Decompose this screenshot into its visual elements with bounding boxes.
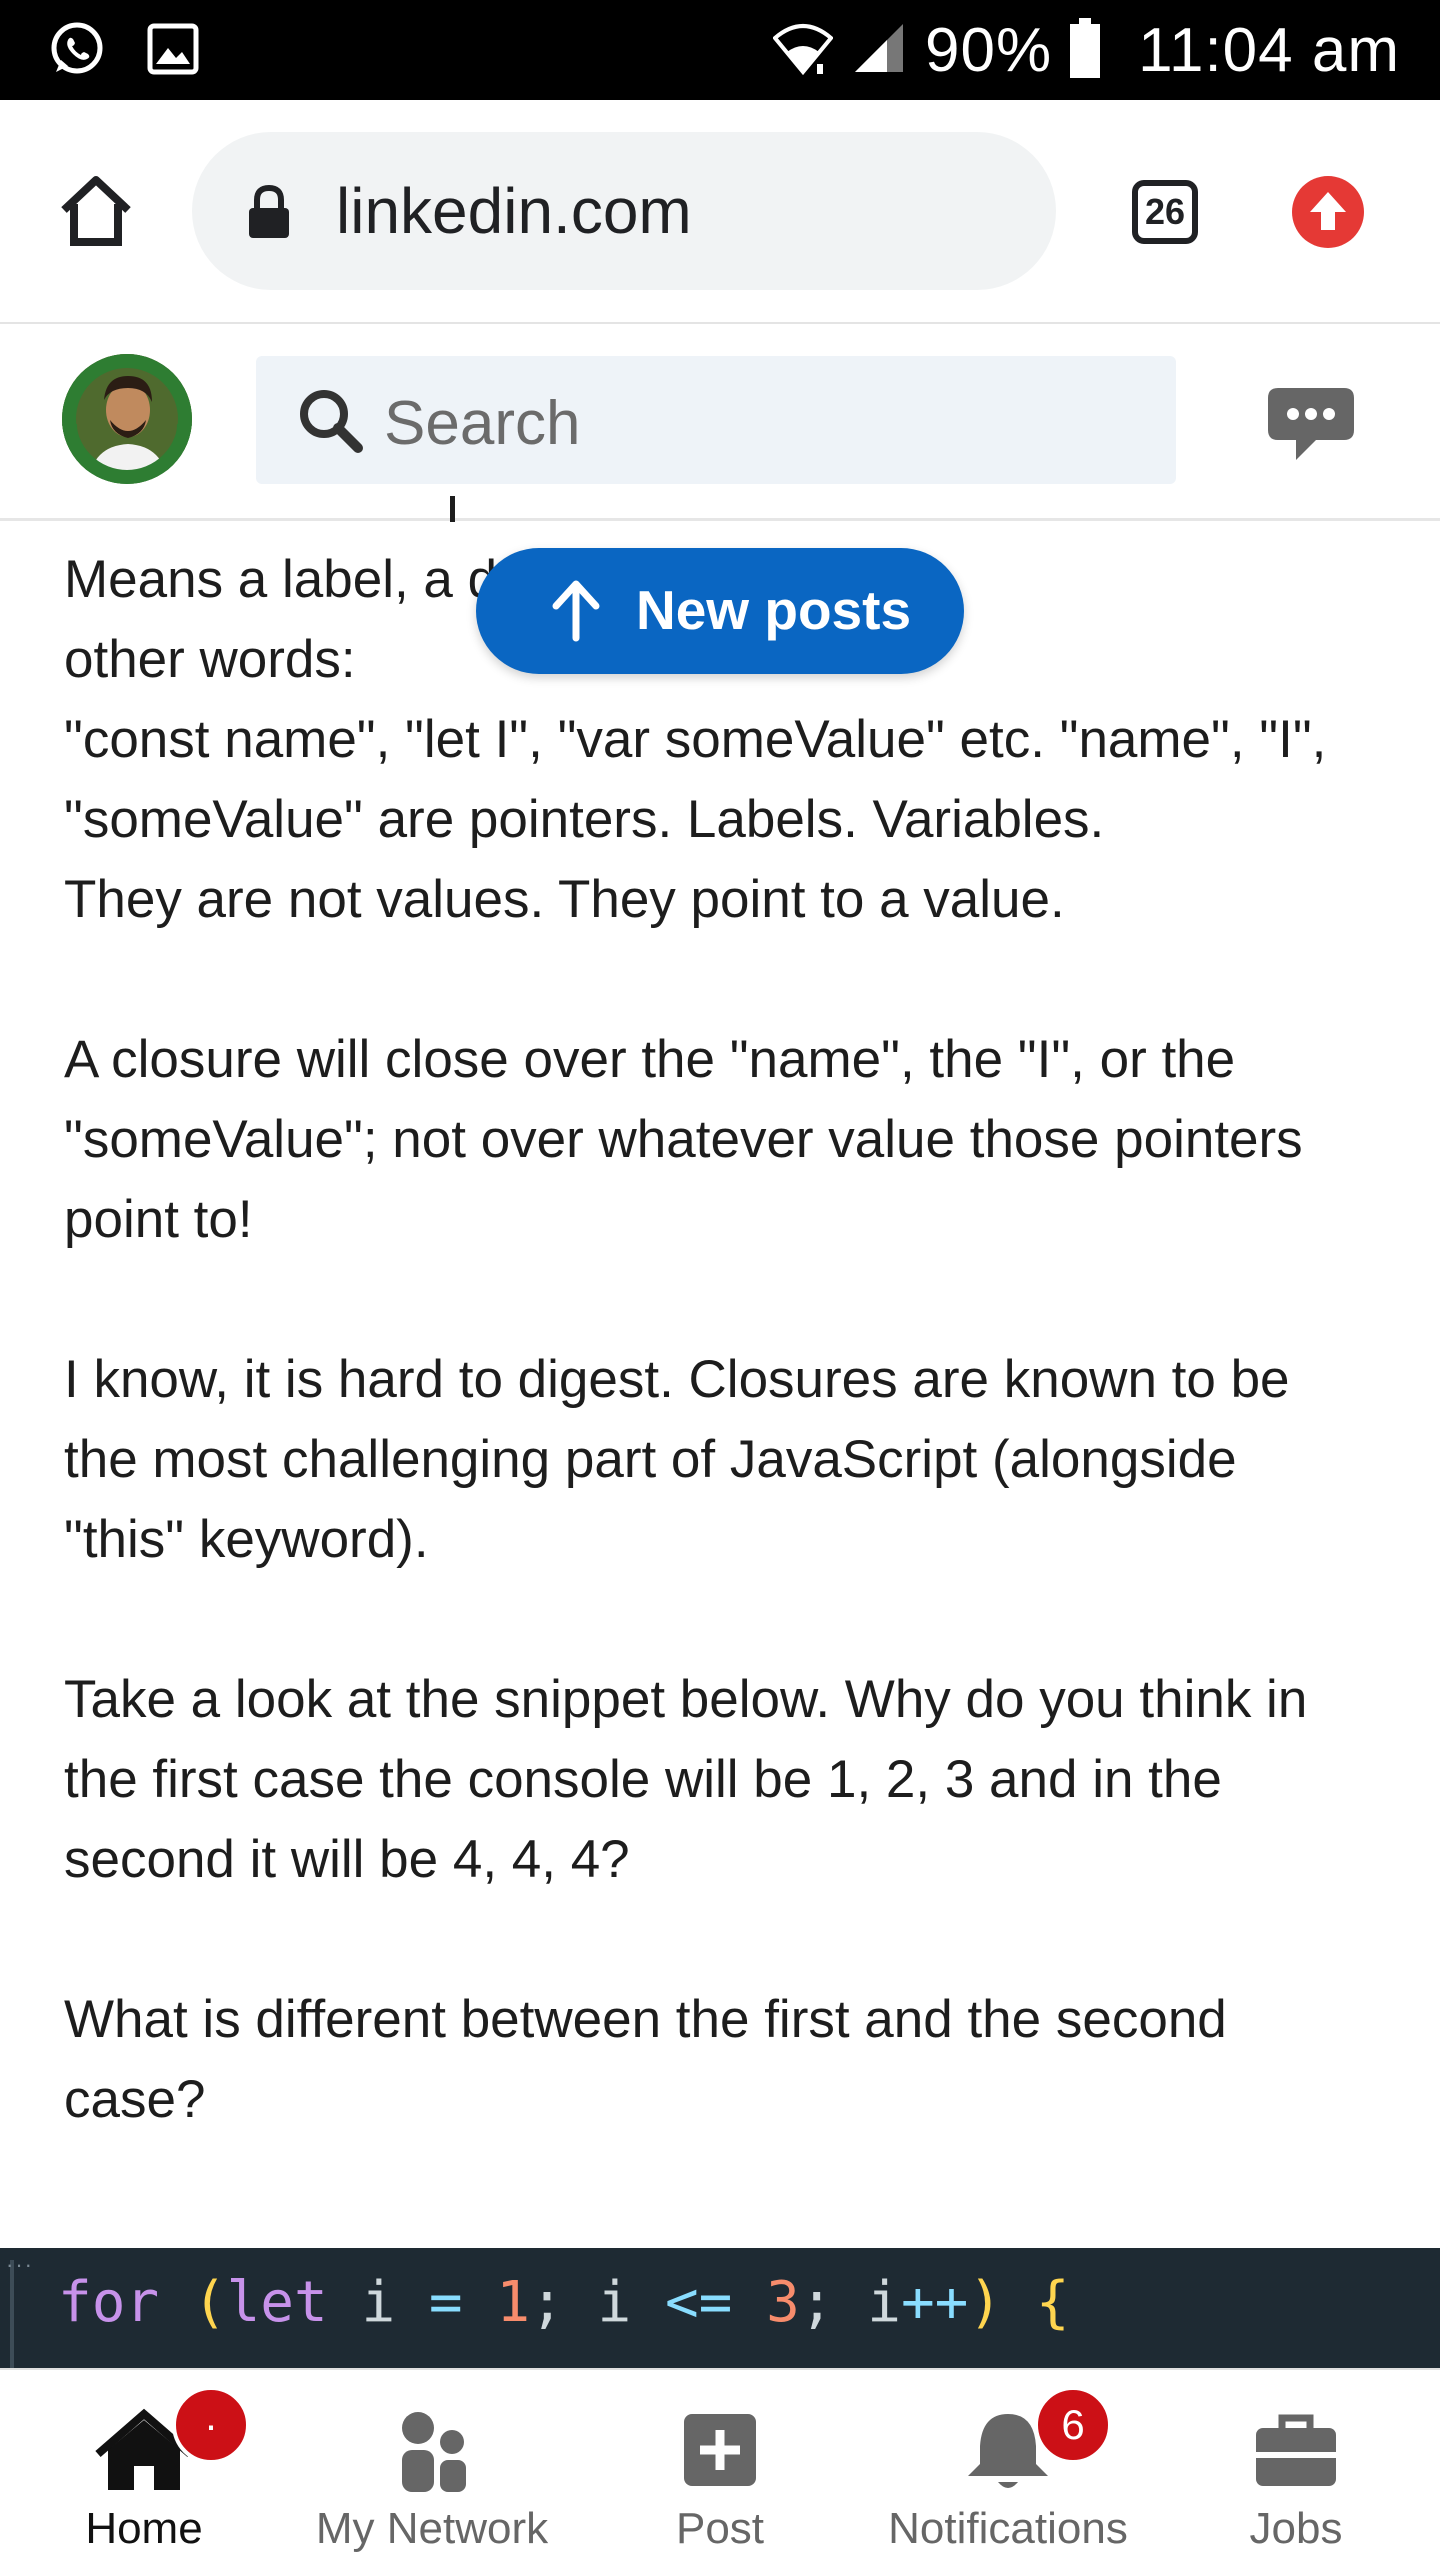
new-posts-button[interactable]: New posts (476, 548, 964, 674)
whatsapp-icon (48, 20, 106, 83)
home-icon[interactable] (56, 170, 136, 250)
add-post-icon (670, 2406, 770, 2496)
signal-icon (851, 20, 907, 81)
clock: 11:04 am (1138, 15, 1400, 85)
address-bar[interactable]: linkedin.com (192, 132, 1056, 290)
nav-label: Home (85, 2504, 203, 2553)
new-posts-label: New posts (636, 579, 912, 641)
people-icon (382, 2406, 482, 2496)
gallery-icon (146, 22, 200, 81)
search-input[interactable]: Search (256, 356, 1176, 484)
nav-label: My Network (315, 2504, 549, 2553)
update-icon[interactable] (1292, 176, 1364, 248)
code-line: for (let i = 1; i <= 3; i++) { (58, 2270, 1070, 2335)
search-placeholder: Search (384, 389, 581, 458)
search-icon (296, 386, 366, 461)
lock-icon (246, 184, 292, 245)
nav-jobs[interactable]: Jobs (1152, 2370, 1440, 2562)
post-paragraph: I know, it is hard to digest. Closures a… (64, 1350, 1290, 1569)
nav-my-network[interactable]: My Network (288, 2370, 576, 2562)
home-badge: · (172, 2386, 250, 2464)
tab-switcher-button[interactable]: 26 (1132, 180, 1198, 244)
battery-percent: 90% (925, 15, 1053, 85)
post-paragraph: Take a look at the snippet below. Why do… (64, 1670, 1308, 1889)
avatar[interactable] (62, 354, 192, 484)
url-text: linkedin.com (336, 175, 692, 247)
notifications-badge: 6 (1034, 2386, 1112, 2464)
battery-icon (1070, 17, 1101, 83)
messaging-icon[interactable] (1266, 384, 1356, 469)
post-paragraph: What is different between the first and … (64, 1990, 1227, 2129)
bottom-navigation: · Home My Network Post (0, 2368, 1440, 2562)
nav-notifications[interactable]: 6 Notifications (864, 2370, 1152, 2562)
post-paragraph: A closure will close over the "name", th… (64, 1030, 1303, 1249)
code-snippet-image[interactable]: ··· for (let i = 1; i <= 3; i++) { (0, 2248, 1440, 2368)
nav-label: Jobs (1249, 2504, 1343, 2553)
nav-label: Notifications (888, 2504, 1128, 2553)
briefcase-icon (1246, 2406, 1346, 2496)
wifi-icon (772, 20, 834, 81)
bell-icon (958, 2406, 1058, 2496)
post-body: Means a label, a d , lue. A variable in … (64, 540, 1384, 2220)
arrow-up-icon (546, 576, 606, 651)
browser-toolbar: linkedin.com 26 (0, 100, 1440, 325)
linkedin-header: Search (0, 324, 1440, 521)
nav-home[interactable]: · Home (0, 2370, 288, 2562)
nav-post[interactable]: Post (576, 2370, 864, 2562)
dots-icon: ··· (6, 2252, 34, 2277)
clipped-text-fragment (450, 496, 455, 522)
nav-label: Post (675, 2504, 765, 2553)
status-bar: 90% 11:04 am (0, 0, 1440, 100)
